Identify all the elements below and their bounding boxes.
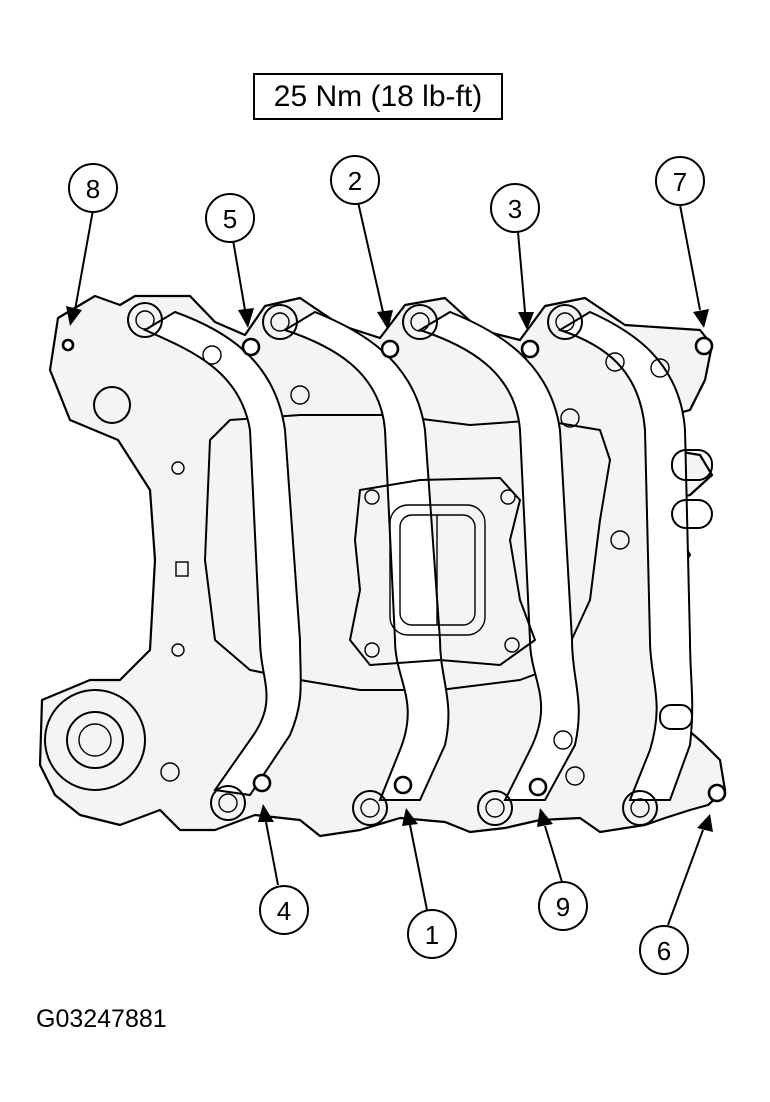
torque-spec-text: 25 Nm (18 lb-ft): [273, 79, 483, 113]
arrowhead-9: [537, 808, 553, 827]
port-ring-inner: [270, 312, 290, 332]
callout-1: 1: [407, 909, 457, 959]
arrowhead-7: [693, 309, 709, 328]
runner-2: [282, 310, 450, 801]
leader-9: [544, 825, 563, 883]
port-ring: [622, 790, 658, 826]
torque-spec-label: 25 Nm (18 lb-ft): [253, 73, 503, 120]
bolt-hole-5: [241, 337, 261, 357]
callout-5: 5: [205, 193, 255, 243]
bracket: [659, 704, 693, 730]
callout-5-label: 5: [223, 204, 237, 234]
leader-4: [265, 821, 279, 886]
callout-8: 8: [68, 163, 118, 213]
callout-2: 2: [330, 155, 380, 205]
port-ring-inner: [630, 798, 650, 818]
pad-hole: [504, 637, 520, 653]
bracket: [671, 499, 713, 529]
port-ring: [352, 790, 388, 826]
fuel-rail-stud: [160, 345, 670, 786]
runner-3: [417, 310, 580, 801]
leader-5: [232, 239, 246, 311]
port-ring-inner: [360, 798, 380, 818]
runner-1: [142, 310, 302, 797]
arrowhead-2: [377, 310, 393, 330]
callout-9-label: 9: [556, 892, 570, 922]
port-ring: [477, 790, 513, 826]
leader-8: [74, 209, 94, 311]
runner-4: [557, 310, 694, 801]
port-ring-inner: [218, 793, 238, 813]
port-ring-inner: [555, 312, 575, 332]
callout-4: 4: [259, 885, 309, 935]
port-ring: [262, 304, 298, 340]
pad-hole: [364, 489, 380, 505]
port-ring: [127, 302, 163, 338]
arrowhead-5: [238, 308, 254, 328]
leader-6: [667, 829, 704, 926]
thermostat-port-inner: [78, 723, 112, 757]
pad-hole: [500, 489, 516, 505]
figure-id: G03247881: [36, 1005, 167, 1033]
port-ring-inner: [410, 312, 430, 332]
arrowhead-3: [518, 312, 534, 330]
port-ring: [547, 304, 583, 340]
leader-7: [679, 204, 701, 311]
bolt-hole-4: [252, 773, 272, 793]
leader-3: [517, 231, 526, 313]
arrowhead-6: [697, 814, 713, 832]
bracket: [671, 449, 713, 481]
bolt-hole-6: [707, 783, 727, 803]
callout-9: 9: [538, 881, 588, 931]
boss-hole: [171, 461, 185, 475]
callout-6: 6: [639, 925, 689, 975]
leader-1: [409, 824, 428, 911]
bolt-hole-9: [528, 777, 548, 797]
throttle-body-pad: [349, 477, 536, 666]
callout-1-label: 1: [425, 920, 439, 950]
pad-hole: [364, 642, 380, 658]
callout-7-label: 7: [673, 167, 687, 197]
bolt-hole-7: [694, 336, 714, 356]
port-ring-inner: [135, 310, 155, 330]
throttle-bore: [389, 504, 486, 636]
callout-2-label: 2: [348, 166, 362, 196]
callout-8-label: 8: [86, 174, 100, 204]
bolt-hole-1: [393, 775, 413, 795]
thermostat-housing: [44, 689, 146, 791]
port-ring: [402, 304, 438, 340]
bolt-hole-2: [380, 339, 400, 359]
boss: [93, 386, 131, 424]
boss-hole: [171, 643, 185, 657]
bolt-hole-3: [520, 339, 540, 359]
callout-4-label: 4: [277, 896, 291, 926]
arrowhead-8: [66, 306, 82, 326]
bolt-hole-8: [61, 338, 75, 352]
port-ring: [210, 785, 246, 821]
callout-7: 7: [655, 156, 705, 206]
thermostat-port: [66, 711, 124, 769]
arrowhead-4: [258, 804, 274, 822]
callout-3-label: 3: [508, 194, 522, 224]
arrowhead-1: [402, 808, 418, 826]
callout-6-label: 6: [657, 936, 671, 966]
sensor-port: [175, 561, 189, 577]
port-ring-inner: [485, 798, 505, 818]
callout-3: 3: [490, 183, 540, 233]
leader-2: [357, 201, 384, 313]
